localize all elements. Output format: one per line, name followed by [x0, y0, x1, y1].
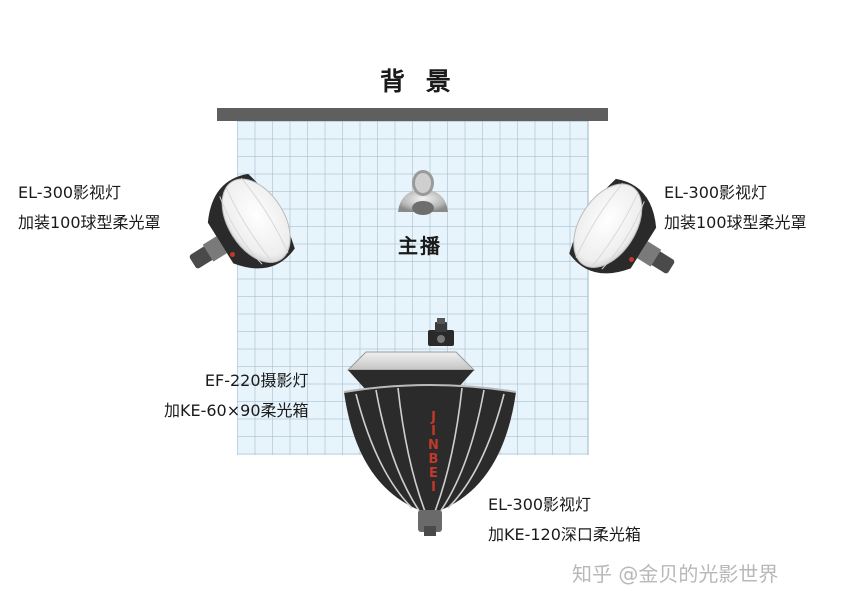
- ef-light-line2: 加KE-60×90柔光箱: [164, 401, 309, 420]
- backdrop-title: 背 景: [380, 67, 457, 96]
- left-light-line2: 加装100球型柔光罩: [18, 213, 161, 232]
- right-light-label: EL-300影视灯 加装100球型柔光罩: [664, 178, 807, 238]
- sphere-softbox-icon: [189, 173, 295, 269]
- bottom-light-line1: EL-300影视灯: [488, 495, 592, 514]
- brand-mark: JINBEI: [426, 410, 441, 494]
- backdrop-bar: [217, 108, 608, 121]
- parabolic-softbox-icon: [343, 384, 517, 536]
- right-light-line1: EL-300影视灯: [664, 183, 768, 202]
- ef-light-label: EF-220摄影灯 加KE-60×90柔光箱: [164, 366, 309, 426]
- left-light-line1: EL-300影视灯: [18, 183, 122, 202]
- sphere-softbox-icon: [569, 178, 675, 274]
- ef-light-line1: EF-220摄影灯: [204, 371, 309, 390]
- host-label: 主播: [398, 234, 442, 258]
- person-icon: [398, 170, 448, 215]
- camera-icon: [428, 318, 454, 346]
- watermark: 知乎 @金贝的光影世界: [572, 562, 779, 586]
- bottom-light-line2: 加KE-120深口柔光箱: [488, 525, 641, 544]
- floor-grid: [237, 121, 589, 455]
- right-light-line2: 加装100球型柔光罩: [664, 213, 807, 232]
- bottom-light-label: EL-300影视灯 加KE-120深口柔光箱: [488, 490, 641, 550]
- left-light-label: EL-300影视灯 加装100球型柔光罩: [18, 178, 161, 238]
